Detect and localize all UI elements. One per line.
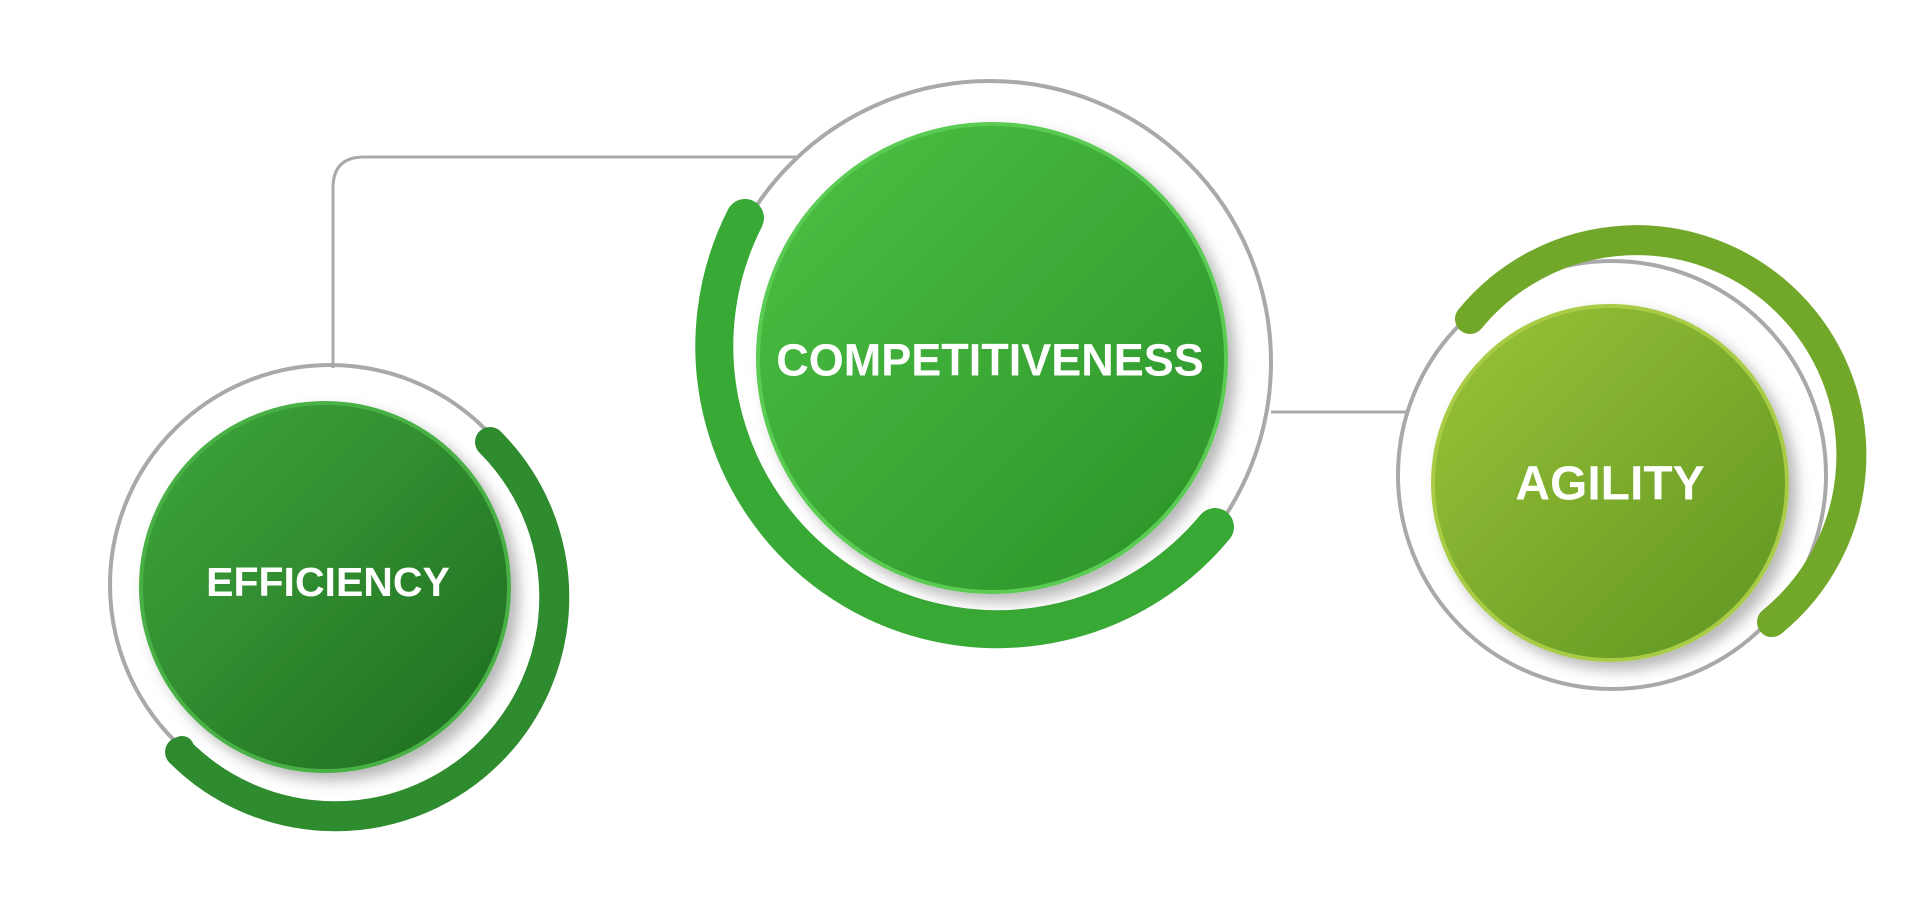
competitiveness-progress-arc [695,199,1234,649]
agility-inner-circle [1431,304,1789,662]
competitiveness-label: COMPETITIVENESS [776,335,1204,386]
competitiveness-inner-circle [756,122,1228,594]
node-agility: AGILITY [1396,225,1867,691]
agility-label: AGILITY [1515,458,1704,511]
efficiency-progress-arc [165,427,570,832]
connectors [331,155,1408,414]
agility-arc-cap-end [1759,613,1783,637]
efficiency-inner-circle [139,401,511,773]
node-competitiveness: COMPETITIVENESS [695,79,1273,649]
efficiency-arc-cap-start [478,428,502,452]
agility-outer-ring [1396,259,1828,691]
competitiveness-arc-cap-start [730,202,758,230]
efficiency-label: EFFICIENCY [206,559,450,605]
agility-progress-arc [1455,225,1867,637]
connector-efficiency-competitiveness [331,155,796,368]
efficiency-arc-cap-end [170,736,194,760]
agility-arc-cap-start [1459,308,1483,332]
node-efficiency: EFFICIENCY [108,363,570,832]
competitiveness-arc-cap-end [1199,513,1227,541]
